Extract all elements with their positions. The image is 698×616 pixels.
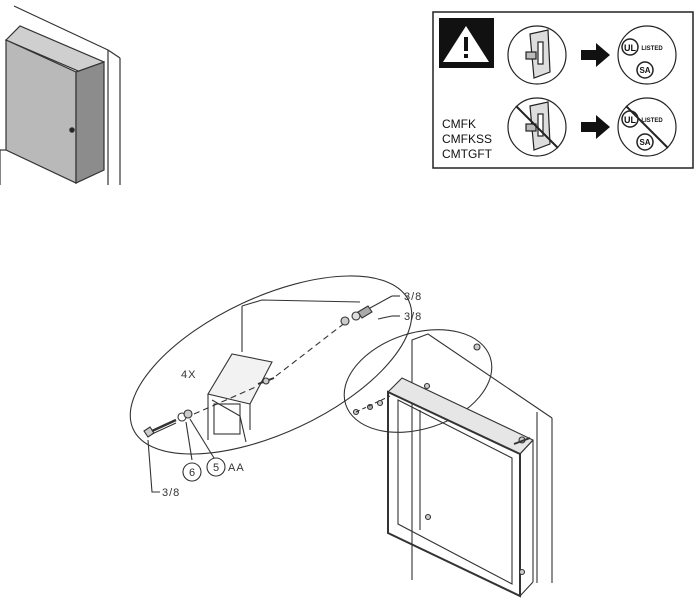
- part-number-6: 6: [189, 467, 195, 479]
- bracket-approved-icon: [507, 25, 567, 85]
- model-number: CMFK: [442, 117, 476, 131]
- arrow-right-icon: [581, 43, 610, 67]
- warning-panel: UL LISTED SA UL LISTED SA: [432, 11, 694, 169]
- part-suffix-label: AA: [228, 462, 245, 474]
- quantity-label: 4X: [181, 369, 196, 381]
- bolt-size-label: 3/8: [404, 311, 422, 323]
- arrow-right-icon: [581, 115, 610, 139]
- bolt-size-label: 3/8: [162, 487, 180, 499]
- certification-listed-icon: UL LISTED SA: [617, 25, 677, 85]
- ul-mark: UL: [624, 43, 636, 53]
- bracket-prohibited-icon: [507, 97, 567, 157]
- bolt-size-label: 3/8: [404, 291, 422, 303]
- ul-mark: UL: [624, 115, 636, 125]
- certification-not-listed-icon: UL LISTED SA: [617, 97, 677, 157]
- csa-mark: SA: [639, 66, 650, 75]
- part-number-5: 5: [213, 462, 219, 474]
- csa-mark: SA: [639, 138, 650, 147]
- closed-cabinet-illustration: [0, 5, 121, 185]
- assembly-illustration: [129, 275, 553, 598]
- ul-listed-text: LISTED: [641, 118, 663, 124]
- model-number: CMFKSS: [442, 132, 493, 146]
- model-number: CMTGFT: [442, 147, 492, 161]
- ul-listed-text: LISTED: [641, 46, 663, 52]
